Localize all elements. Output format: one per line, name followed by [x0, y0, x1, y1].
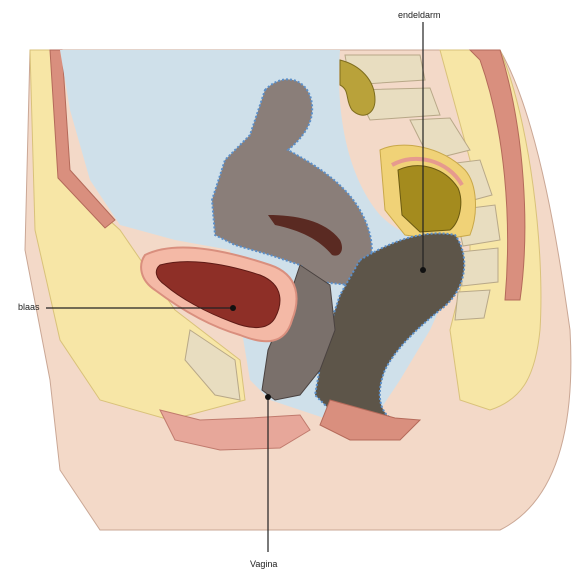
vertebra	[460, 248, 498, 286]
pointer-dot-vagina	[265, 394, 271, 400]
pointer-dot-endeldarm	[420, 267, 426, 273]
pointer-dot-blaas	[230, 305, 236, 311]
label-vagina: Vagina	[250, 559, 277, 569]
label-blaas: blaas	[18, 302, 40, 312]
vertebra	[455, 290, 490, 320]
label-endeldarm: endeldarm	[398, 10, 441, 20]
